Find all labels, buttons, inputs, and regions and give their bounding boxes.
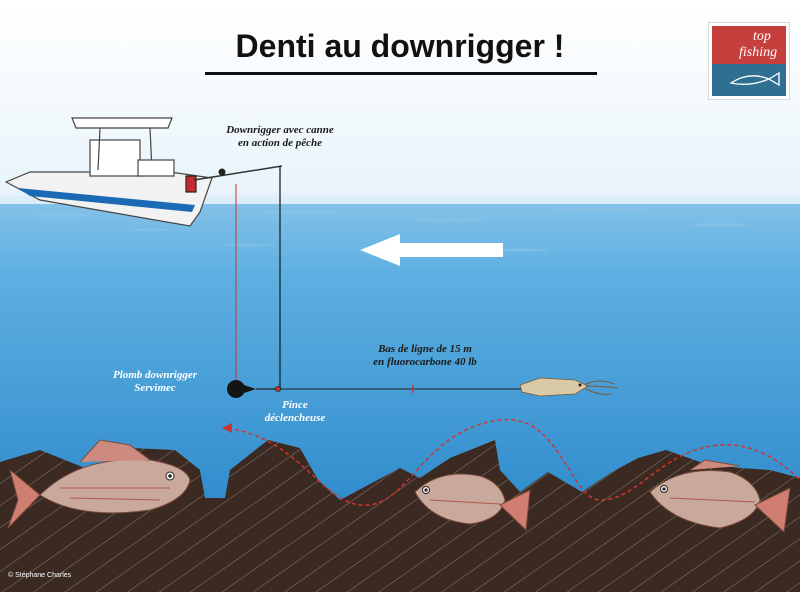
label-leader: Bas de ligne de 15 m en fluorocarbone 40… bbox=[350, 343, 500, 369]
fish-icon bbox=[414, 473, 531, 532]
squid-lure-icon bbox=[519, 377, 619, 397]
label-weight: Plomb downrigger Servimec bbox=[100, 369, 210, 395]
label-downrigger: Downrigger avec canne en action de pêche bbox=[205, 124, 355, 150]
diagram-title: Denti au downrigger ! bbox=[235, 28, 565, 64]
label-clip: Pince déclencheuse bbox=[250, 399, 340, 425]
label-leader-line1: Bas de ligne de 15 m bbox=[378, 343, 472, 355]
current-arrow-icon bbox=[360, 234, 503, 266]
seabed bbox=[0, 440, 800, 592]
downrigger-reel bbox=[218, 168, 226, 176]
lure-trajectory bbox=[227, 418, 800, 506]
logo-text-top: top bbox=[753, 29, 771, 44]
label-leader-line2: en fluorocarbone 40 lb bbox=[373, 356, 477, 368]
label-downrigger-line1: Downrigger avec canne bbox=[226, 124, 334, 136]
label-clip-line2: déclencheuse bbox=[264, 412, 326, 424]
downrigger-weight-icon bbox=[227, 380, 256, 398]
label-downrigger-line2: en action de pêche bbox=[237, 137, 322, 149]
fish-icon bbox=[7, 439, 191, 529]
boat-icon bbox=[4, 117, 213, 227]
label-weight-line1: Plomb downrigger bbox=[112, 369, 198, 381]
release-clip-icon bbox=[275, 386, 281, 392]
downrigger-rod bbox=[193, 165, 283, 181]
logo-fish-icon bbox=[729, 71, 780, 87]
label-clip-line1: Pince bbox=[282, 399, 308, 411]
fish-icon bbox=[649, 459, 791, 534]
trajectory-arrowhead bbox=[222, 423, 232, 433]
label-weight-line2: Servimec bbox=[134, 382, 176, 394]
photo-credit: © Stéphane Charles bbox=[8, 572, 72, 579]
logo-bottom-band bbox=[712, 64, 786, 96]
top-fishing-logo: top fishing bbox=[708, 22, 790, 100]
logo-text-fishing: fishing bbox=[739, 45, 778, 60]
title-underline bbox=[205, 72, 597, 75]
logo-top-band bbox=[712, 26, 786, 64]
surface-ripples bbox=[30, 208, 750, 252]
